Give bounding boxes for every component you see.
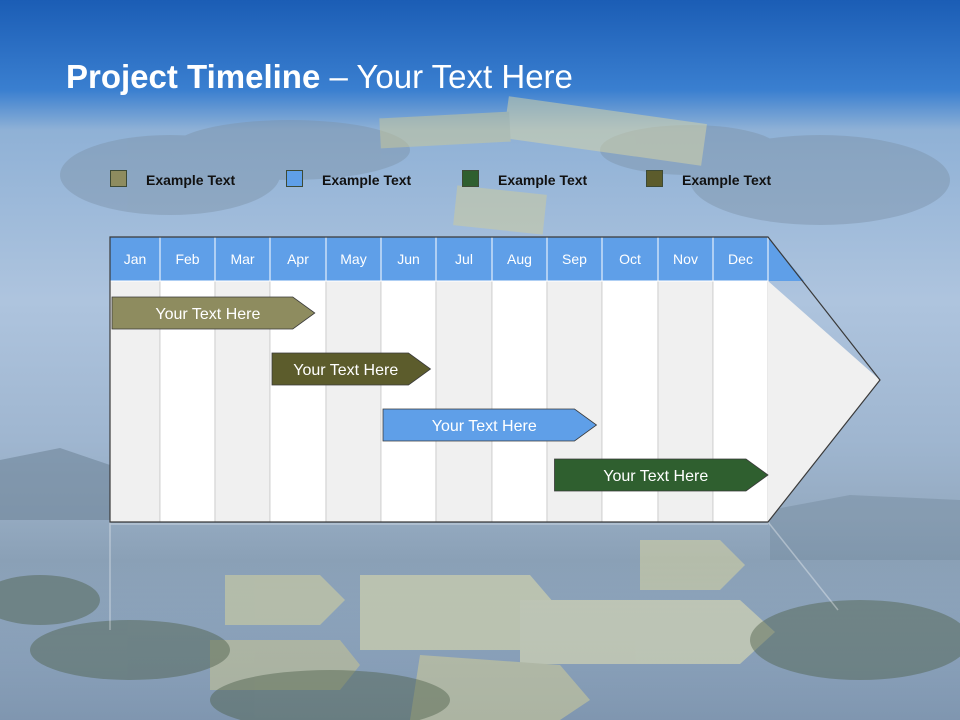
legend-label-1: Example Text bbox=[146, 172, 236, 188]
month-label-mar: Mar bbox=[230, 251, 254, 267]
task-bar-label-1: Your Text Here bbox=[155, 306, 260, 323]
legend-label-3: Example Text bbox=[498, 172, 588, 188]
legend-swatch-2 bbox=[286, 170, 303, 187]
foreground-foliage bbox=[0, 575, 960, 720]
signpost-reflection bbox=[210, 540, 775, 720]
legend-swatch-4 bbox=[646, 170, 663, 187]
page-title: Project Timeline – Your Text Here bbox=[66, 58, 573, 96]
month-column-aug bbox=[491, 280, 548, 523]
month-columns bbox=[109, 237, 880, 523]
month-header-cell-mar bbox=[214, 236, 271, 282]
task-bar-4 bbox=[554, 458, 769, 492]
month-label-apr: Apr bbox=[287, 251, 309, 267]
reflection-lines bbox=[109, 521, 839, 630]
legend-label-4: Example Text bbox=[682, 172, 772, 188]
task-bar-1 bbox=[111, 296, 316, 330]
month-label-oct: Oct bbox=[619, 251, 641, 267]
month-column-jul bbox=[435, 280, 493, 523]
month-label-jul: Jul bbox=[455, 251, 473, 267]
month-header-cell-jan bbox=[109, 236, 161, 282]
task-bar-2 bbox=[271, 352, 432, 386]
timeline-arrow-outline bbox=[109, 236, 881, 523]
month-label-may: May bbox=[340, 251, 366, 267]
month-header-cell-apr bbox=[269, 236, 327, 282]
legend-swatch-3 bbox=[462, 170, 479, 187]
task-bar-label-4: Your Text Here bbox=[603, 468, 708, 485]
legend-swatch-1 bbox=[110, 170, 127, 187]
title-rest: – Your Text Here bbox=[320, 58, 573, 95]
month-header: Jan Feb Mar Apr May Jun Jul Aug Sep Oct Nov Dec bbox=[109, 236, 769, 282]
hill-silhouette bbox=[0, 448, 110, 520]
month-header-cell-sep bbox=[546, 236, 603, 282]
month-label-sep: Sep bbox=[562, 251, 587, 267]
month-label-jan: Jan bbox=[124, 251, 147, 267]
title-bold: Project Timeline bbox=[66, 58, 321, 95]
month-header-cell-oct bbox=[601, 236, 659, 282]
task-bar-label-2: Your Text Here bbox=[293, 362, 398, 379]
month-column-may bbox=[325, 280, 382, 523]
month-label-feb: Feb bbox=[175, 251, 199, 267]
signpost bbox=[379, 96, 707, 235]
month-label-nov: Nov bbox=[673, 251, 698, 267]
task-bar-label-3: Your Text Here bbox=[432, 418, 537, 435]
month-column-jun bbox=[380, 280, 437, 523]
month-label-dec: Dec bbox=[728, 251, 753, 267]
month-label-aug: Aug bbox=[507, 251, 532, 267]
task-bar-3 bbox=[382, 408, 598, 442]
month-header-cell-feb bbox=[159, 236, 216, 282]
month-label-jun: Jun bbox=[397, 251, 420, 267]
legend-label-2: Example Text bbox=[322, 172, 412, 188]
timeline-reflection bbox=[109, 521, 839, 630]
arrow-head-body bbox=[768, 281, 880, 522]
